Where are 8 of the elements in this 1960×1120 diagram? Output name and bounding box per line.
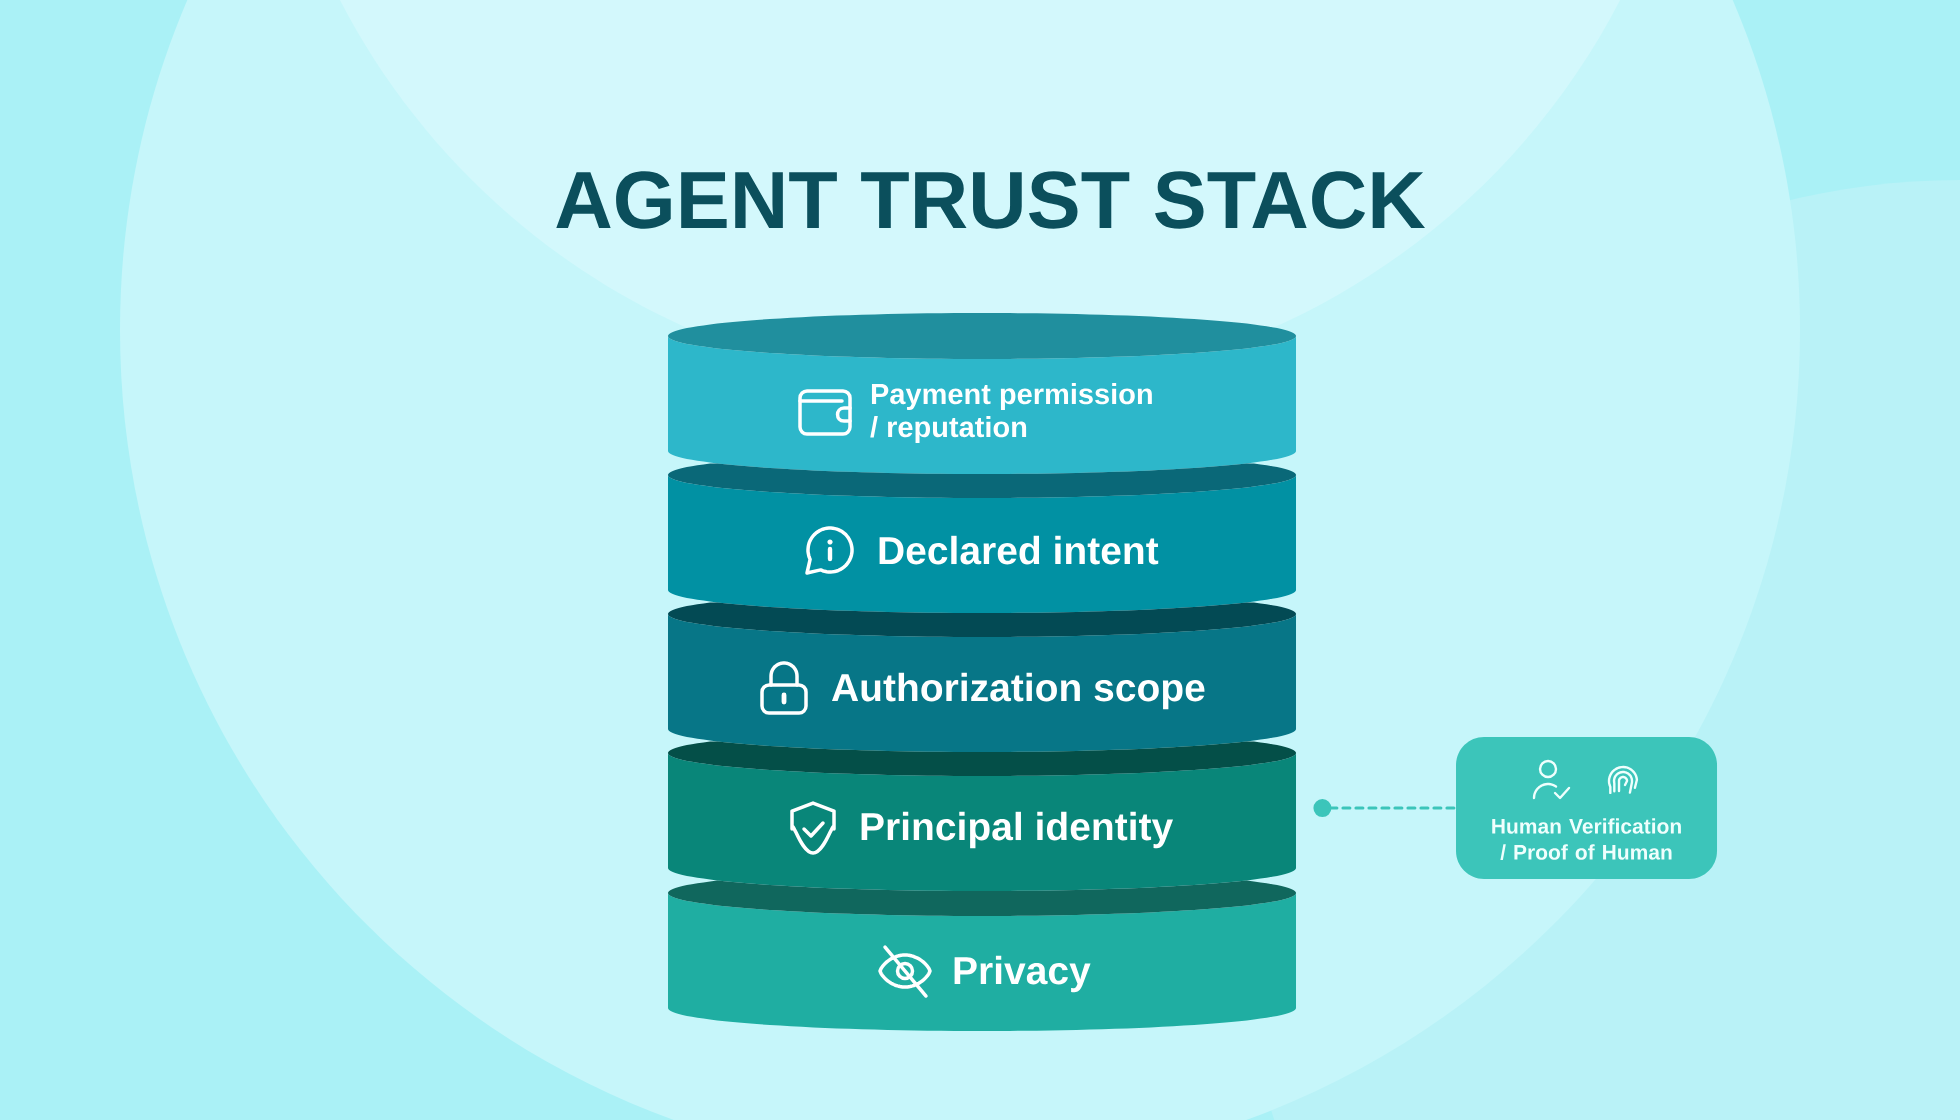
cylinder-layer: Privacy (668, 880, 1296, 1031)
connector-line (1313, 799, 1458, 817)
cylinder-layer: Principal identity (668, 741, 1296, 891)
cylinder-layer: Payment permission / reputation (668, 313, 1296, 474)
info-card: Human Verification / Proof of Human (1456, 737, 1717, 879)
cylinder-layer: Authorization scope (668, 602, 1296, 752)
title: AGENT TRUST STACK (556, 171, 1425, 229)
cylinder-layer: Declared intent (668, 463, 1296, 613)
